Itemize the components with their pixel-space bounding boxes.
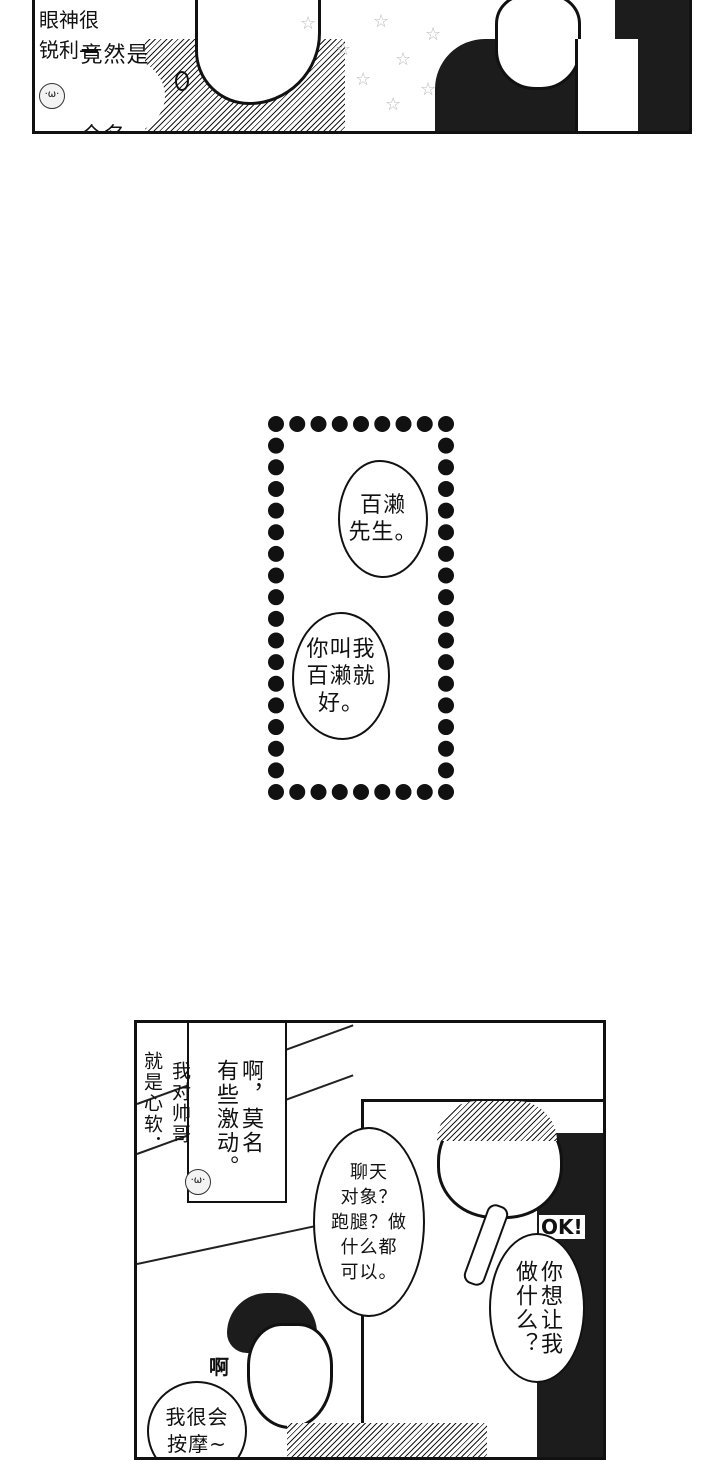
frame-dot [438, 524, 454, 541]
narration-text: 就是心软． [141, 1051, 163, 1156]
frame-dot [268, 567, 284, 584]
sparkle-star-icon: ☆ [373, 11, 390, 32]
frame-dot [268, 416, 284, 432]
frame-dot [268, 589, 284, 606]
frame-dot [268, 784, 284, 800]
caption-line: 眼神很 [39, 8, 99, 32]
speech-text: 你叫我 百濑就 好。 [306, 636, 376, 716]
frame-dot [268, 762, 284, 779]
frame-dot [268, 545, 284, 562]
sparkle-star-icon: ☆ [385, 94, 402, 115]
frame-dot [268, 697, 284, 714]
character-shirt-left [287, 1423, 487, 1457]
frame-dot [438, 784, 454, 800]
chibi-face-icon: ·ω· [185, 1169, 211, 1195]
sparkle-star-icon: ☆ [300, 13, 317, 34]
frame-dot [331, 416, 348, 432]
frame-dot [289, 416, 306, 432]
frame-dot [416, 416, 433, 432]
frame-dot [374, 784, 391, 800]
sparkle-star-icon: ☆ [335, 39, 352, 60]
chibi-face-icon: ·ω· [39, 83, 65, 109]
frame-dot [310, 416, 327, 432]
frame-dot [438, 459, 454, 476]
sparkle-star-icon: ☆ [420, 79, 437, 100]
sparkle-star-icon: ☆ [425, 24, 442, 45]
comic-panel-bottom: 就是心软． 我对帅哥 ·ω· 啊，莫名 有些激动。 聊天 对象？ 跑腿？做 什么… [134, 1020, 606, 1460]
frame-dot [438, 675, 454, 692]
frame-dot [438, 740, 454, 757]
frame-dot [438, 762, 454, 779]
narration-text: 啊，莫名 有些激动。 [213, 1059, 263, 1179]
narration-outer: 就是心软． [139, 1051, 164, 1156]
frame-dot [310, 784, 327, 800]
frame-dot [395, 784, 412, 800]
frame-dot [353, 784, 369, 800]
frame-dot [395, 416, 412, 432]
frame-dot [268, 502, 284, 519]
frame-dot [331, 784, 348, 800]
speech-text: 你想让我 做什么？ [512, 1260, 562, 1356]
narration-caption: 眼神很 锐利— [39, 5, 99, 65]
frame-dot [438, 610, 454, 627]
frame-dot [268, 719, 284, 736]
frame-dot [438, 567, 454, 584]
frame-dot [268, 437, 284, 454]
frame-dot [268, 524, 284, 541]
sweat-drop-icon [175, 71, 189, 91]
speech-line: 竟然是 [80, 43, 150, 68]
character-collar [575, 39, 638, 131]
speech-text: 聊天 对象？ 跑腿？做 什么都 可以。 [331, 1161, 407, 1283]
frame-dot [438, 697, 454, 714]
frame-dot [289, 784, 306, 800]
frame-dot [268, 740, 284, 757]
frame-dot [438, 480, 454, 497]
frame-dot [438, 654, 454, 671]
caption-line: 锐利— [39, 38, 99, 62]
character-hand [495, 0, 581, 90]
frame-dot [438, 719, 454, 736]
sparkle-star-icon: ☆ [395, 49, 412, 70]
speech-text: 我很会 按摩~ [165, 1405, 229, 1456]
speech-bubble-question: 你想让我 做什么？ [489, 1233, 585, 1383]
frame-dot [353, 416, 369, 432]
ok-exclamation: OK! [539, 1215, 585, 1239]
character-face-left [247, 1323, 333, 1429]
comic-panel-top: ☆ ☆ ☆ ☆ ☆ ☆ ☆ ☆ 眼神很 锐利— ·ω· 竟然是 全名。 [32, 0, 692, 134]
frame-dot [416, 784, 433, 800]
frame-dot [268, 480, 284, 497]
frame-dot [374, 416, 391, 432]
frame-dot [268, 632, 284, 649]
speech-bubble-chat: 聊天 对象？ 跑腿？做 什么都 可以。 [313, 1127, 425, 1317]
speech-bubble: 竟然是 全名。 [65, 43, 165, 131]
frame-dot [268, 459, 284, 476]
character-hair-right [437, 1101, 557, 1141]
frame-dot [438, 632, 454, 649]
speech-bubble-top: 百濑 先生。 [338, 460, 428, 578]
gasp-text: 啊 [209, 1351, 229, 1380]
narration-right: 啊，莫名 有些激动。 [213, 1059, 263, 1179]
frame-dot [268, 675, 284, 692]
narration-mid: 我对帅哥 [167, 1061, 192, 1145]
speech-line: 全名。 [80, 123, 149, 131]
frame-dot [438, 437, 454, 454]
frame-dot [438, 502, 454, 519]
dotted-frame [268, 416, 454, 800]
narration-text: 我对帅哥 [169, 1061, 191, 1145]
sparkle-star-icon: ☆ [355, 69, 372, 90]
speech-bubble-bottom: 你叫我 百濑就 好。 [292, 612, 390, 740]
speech-text: 竟然是 全名。 [80, 0, 150, 131]
frame-dot [268, 654, 284, 671]
frame-dot [438, 416, 454, 432]
speech-text: 百濑 先生。 [348, 493, 418, 545]
frame-dot [268, 610, 284, 627]
frame-dot [438, 589, 454, 606]
frame-dot [438, 545, 454, 562]
